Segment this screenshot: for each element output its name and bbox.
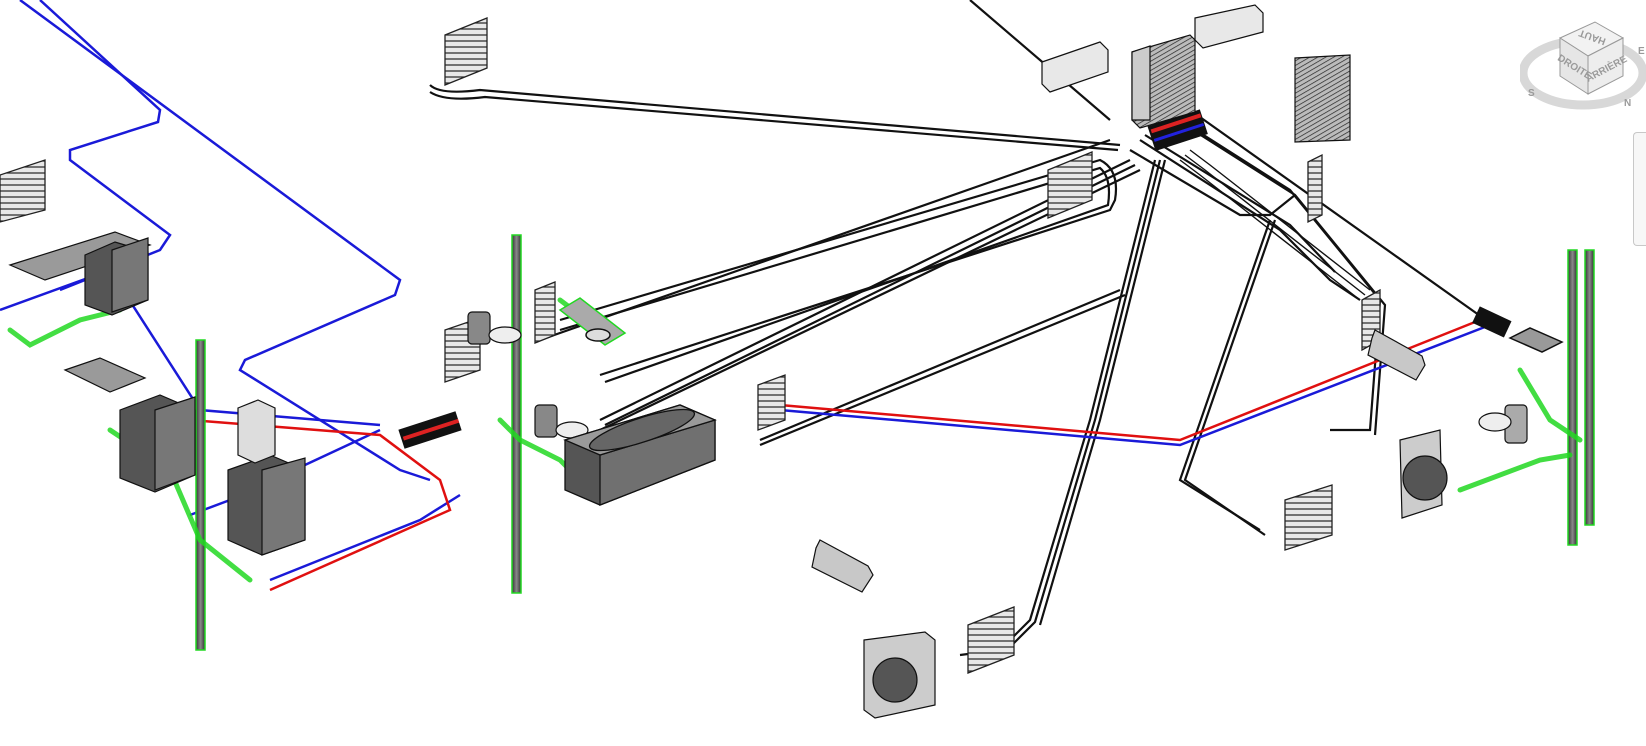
navigation-bar-icon[interactable] <box>1633 132 1646 246</box>
refrigerant-lines <box>429 0 1501 657</box>
toilet <box>467 311 1528 444</box>
manifold-central <box>1147 109 1208 152</box>
ac-outdoor-unit <box>863 34 1448 719</box>
cold-water-lines <box>0 0 1491 582</box>
drainage-stacks <box>195 234 1595 651</box>
viewcube[interactable]: HAUT DROITE ARRIÈRE S E N <box>1520 8 1646 118</box>
boiler <box>227 399 306 556</box>
viewcube-compass-east[interactable]: E <box>1638 46 1645 57</box>
viewcube-compass-south[interactable]: S <box>1528 88 1535 99</box>
manifold-left <box>398 411 462 449</box>
viewcube-face-right[interactable] <box>1587 37 1624 95</box>
bathtub <box>563 404 717 506</box>
radiator <box>0 17 1381 674</box>
kitchen-sink-cabinet-1 <box>8 231 152 316</box>
manifold-right <box>1472 306 1512 338</box>
kitchen-sink-cabinet-2 <box>63 357 196 493</box>
viewcube-compass-north[interactable]: N <box>1624 98 1631 109</box>
refrigerant-bundle <box>1179 149 1371 301</box>
ac-indoor-unit <box>811 4 1426 593</box>
washbasin <box>558 297 1564 353</box>
